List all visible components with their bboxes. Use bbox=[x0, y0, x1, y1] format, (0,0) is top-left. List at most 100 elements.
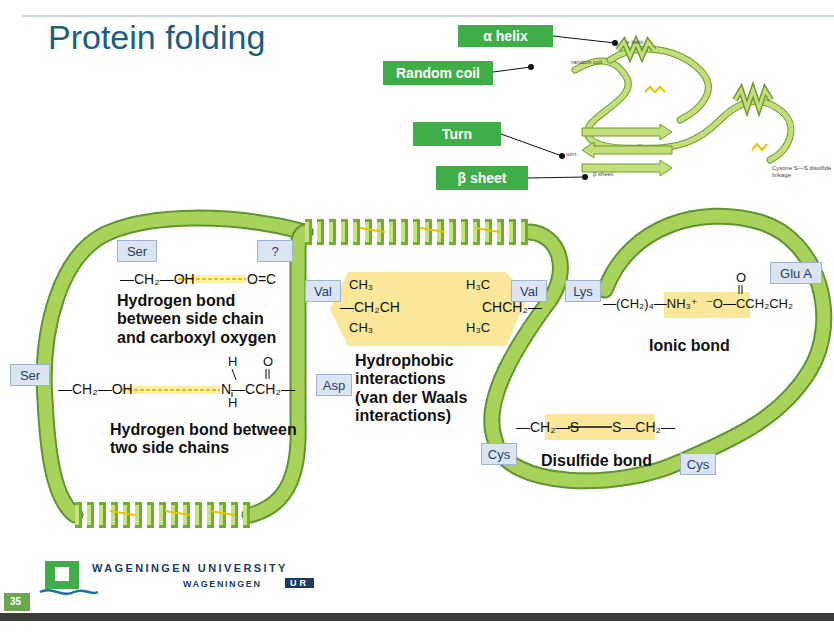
footer-bar bbox=[0, 613, 834, 621]
residue-box: ? bbox=[257, 240, 293, 262]
bond-caption: Hydrogen bond between two side chains bbox=[110, 421, 315, 458]
callout-text: Turn bbox=[442, 126, 472, 142]
ribbon-label: random coil bbox=[571, 59, 602, 66]
double-bond bbox=[269, 369, 270, 379]
chemical-formula: ⁻O—CCH₂CH₂ bbox=[706, 297, 793, 312]
residue-name: Ser bbox=[127, 244, 147, 259]
ribbon bbox=[610, 49, 708, 120]
chemical-formula: O bbox=[736, 271, 746, 286]
chemical-formula: —CH₂CH bbox=[340, 299, 400, 315]
bond-caption: Disulfide bond bbox=[541, 452, 652, 470]
hbond-glow bbox=[122, 386, 220, 394]
callout-text: β sheet bbox=[457, 170, 506, 186]
residue-name: Lys bbox=[573, 284, 593, 299]
helix bbox=[735, 90, 771, 108]
bond-caption: Hydrogen bond between side chain and car… bbox=[117, 292, 292, 347]
chemical-formula: —CH₂—OH bbox=[120, 271, 195, 287]
logo-inner bbox=[55, 567, 69, 581]
beta-strand bbox=[582, 142, 672, 158]
chemical-formula: O=C bbox=[247, 271, 276, 287]
chemical-formula: S—CH₂— bbox=[612, 419, 675, 435]
leader-dot bbox=[582, 174, 588, 180]
beta-strand bbox=[582, 124, 672, 140]
residue-box: Ser bbox=[117, 240, 157, 262]
bond-caption: Ionic bond bbox=[649, 337, 730, 355]
residue-box: Val bbox=[511, 280, 547, 302]
callout-box: Random coil bbox=[383, 61, 493, 85]
ribbon bbox=[44, 218, 305, 515]
chemical-formula: CHCH₂— bbox=[482, 299, 542, 315]
chemical-formula: —CH₂—S bbox=[516, 419, 579, 435]
leader-line bbox=[493, 67, 531, 72]
helix bbox=[305, 222, 530, 242]
chemical-formula: H bbox=[228, 396, 237, 411]
residue-box: Lys bbox=[565, 280, 601, 302]
residue-name: Val bbox=[520, 284, 538, 299]
ribbon bbox=[492, 216, 824, 481]
disulfide-mark bbox=[752, 144, 767, 150]
helix bbox=[305, 219, 530, 245]
logo-square bbox=[45, 561, 79, 589]
chemical-formula: H₃C bbox=[466, 278, 490, 293]
residue-box: Cys bbox=[680, 453, 716, 475]
residue-box: Asp bbox=[316, 374, 352, 396]
residue-name: Cys bbox=[687, 457, 709, 472]
helix bbox=[735, 90, 771, 108]
bond-line bbox=[232, 369, 236, 380]
chemical-formula: N—CCH₂— bbox=[221, 381, 295, 397]
callout-box: Turn bbox=[413, 122, 501, 146]
callout-text: α helix bbox=[483, 28, 527, 44]
chemical-formula: H₃C bbox=[466, 321, 490, 336]
callout-box: α helix bbox=[458, 25, 553, 47]
chemical-formula: H bbox=[228, 355, 237, 370]
chemical-formula: CH₃ bbox=[349, 321, 373, 336]
residue-box: Val bbox=[305, 280, 341, 302]
callout-text: Random coil bbox=[396, 65, 480, 81]
logo-text: UR bbox=[285, 578, 314, 588]
residue-box: Ser bbox=[10, 364, 50, 386]
logo-text: WAGENINGEN bbox=[183, 579, 262, 589]
bond-caption: Hydrophobic interactions (van der Waals … bbox=[355, 352, 480, 426]
helix-bonds bbox=[110, 511, 235, 515]
hbond-line bbox=[122, 389, 220, 391]
logo bbox=[40, 561, 98, 594]
leader-dot bbox=[559, 153, 565, 159]
slide-number-box bbox=[4, 593, 30, 611]
leader-line bbox=[553, 36, 615, 43]
protein-ribbon-small bbox=[575, 42, 791, 176]
residue-name: Glu A bbox=[780, 266, 812, 281]
chemical-formula: —(CH₂)₄—NH₃⁺ bbox=[603, 297, 698, 312]
helix-bonds bbox=[360, 228, 500, 232]
chemical-formula: O bbox=[263, 355, 273, 370]
ribbon bbox=[44, 218, 305, 515]
residue-name: Asp bbox=[323, 378, 345, 393]
ribbon-label: β sheet bbox=[593, 171, 613, 178]
ribbon bbox=[492, 216, 824, 481]
leader-dots bbox=[528, 40, 618, 180]
slide-number: 35 bbox=[10, 596, 21, 608]
ribbon-label: α helix bbox=[626, 39, 643, 46]
residue-name: Val bbox=[314, 284, 332, 299]
callout-box: β sheet bbox=[436, 166, 528, 190]
logo-text: WAGENINGEN UNIVERSITY bbox=[92, 562, 288, 575]
double-bond bbox=[742, 285, 743, 294]
leader-dot bbox=[612, 40, 618, 46]
leader-line bbox=[501, 134, 562, 156]
chemical-formula: CH₃ bbox=[349, 278, 373, 293]
ribbon-label: turn bbox=[566, 151, 576, 158]
helix bbox=[75, 505, 250, 525]
protein-ribbon bbox=[44, 216, 824, 515]
logo-wave bbox=[40, 590, 98, 593]
helix bbox=[75, 502, 250, 528]
disulfide-mark bbox=[645, 87, 665, 92]
leader-dot bbox=[528, 64, 534, 70]
residue-box: Cys bbox=[481, 443, 517, 465]
leader-line bbox=[528, 177, 585, 178]
ribbon bbox=[610, 49, 708, 120]
residue-name: Ser bbox=[20, 368, 40, 383]
residue-name: Cys bbox=[488, 447, 510, 462]
double-bond bbox=[739, 285, 740, 294]
residue-name: ? bbox=[271, 244, 278, 259]
slide-title: Protein folding bbox=[48, 18, 265, 57]
